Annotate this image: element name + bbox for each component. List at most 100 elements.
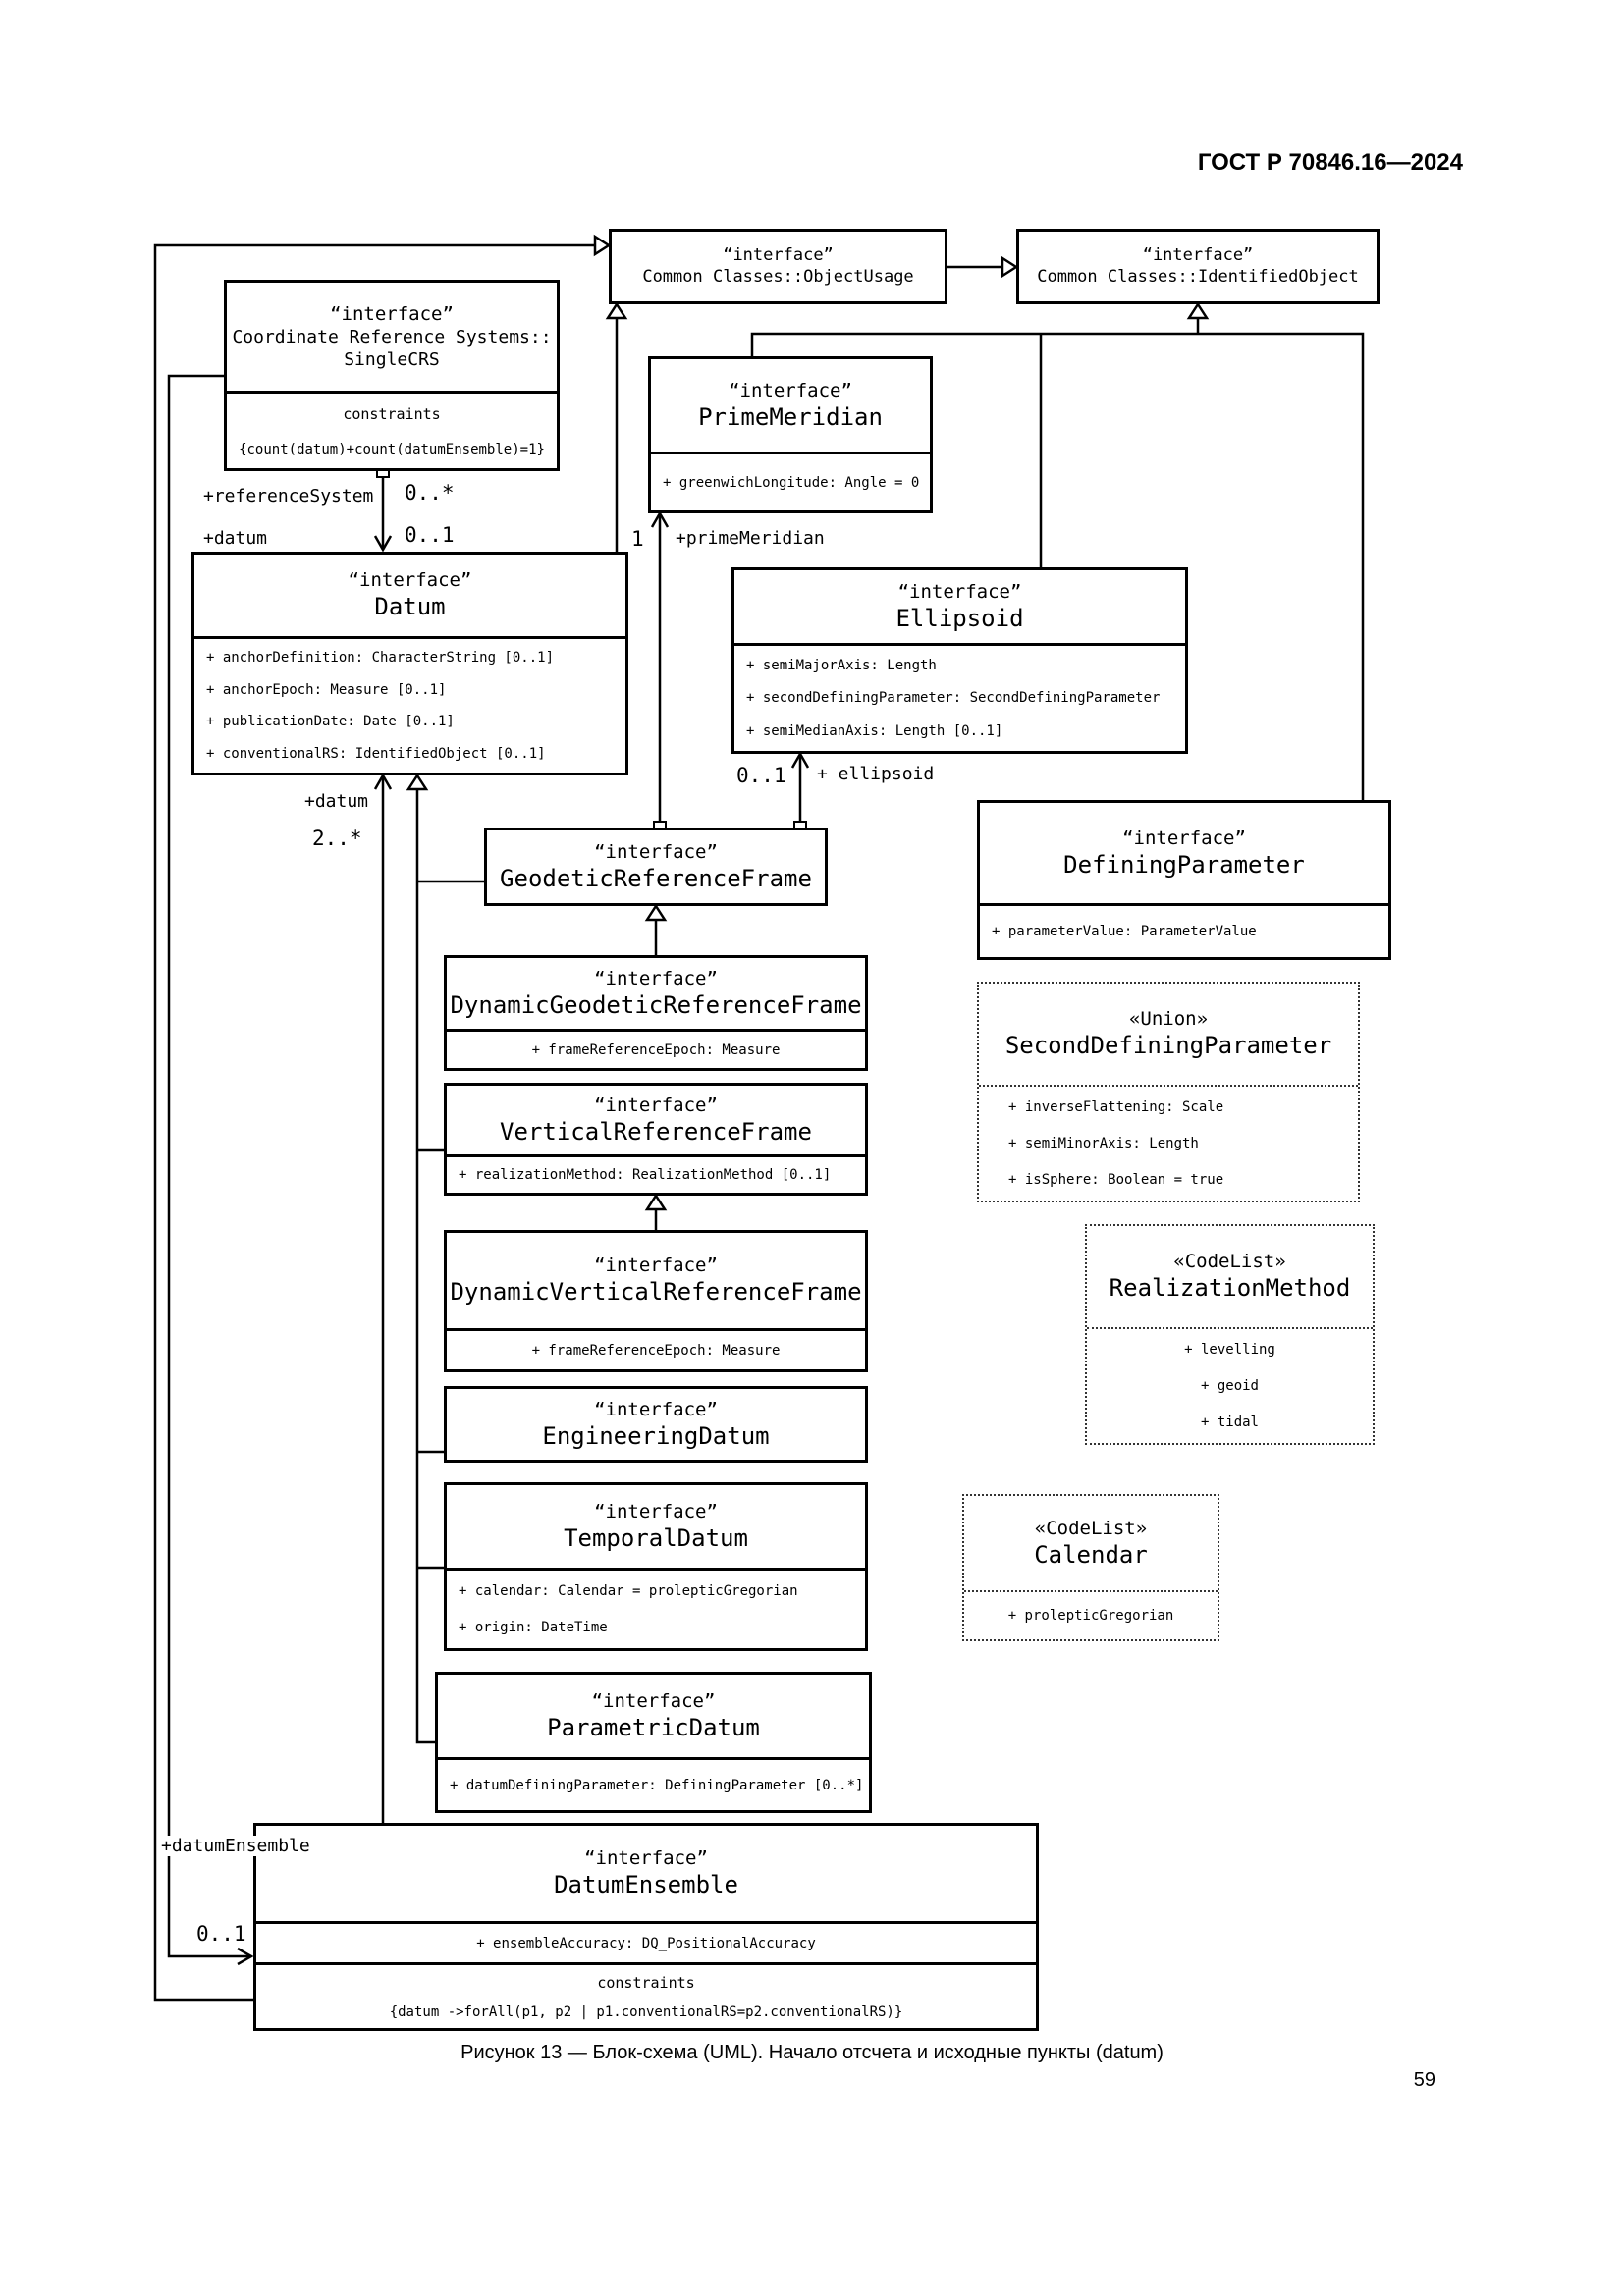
- class-name: RealizationMethod: [1109, 1274, 1351, 1302]
- generalization-dgrf-grf: [644, 903, 668, 955]
- multiplicity-0-star: 0..*: [403, 481, 457, 505]
- generalization-dvrf-vrf: [644, 1193, 668, 1230]
- class-name: ParametricDatum: [547, 1713, 760, 1741]
- class-name: PrimeMeridian: [698, 402, 883, 431]
- attribute: + calendar: Calendar = prolepticGregoria…: [459, 1583, 798, 1600]
- role-label-referencesystem: +referenceSystem: [201, 486, 376, 507]
- attribute: + origin: DateTime: [459, 1619, 608, 1635]
- stereotype-label: “interface”: [330, 302, 454, 325]
- stereotype-label: «CodeList»: [1173, 1251, 1286, 1272]
- multiplicity-2-star: 2..*: [310, 827, 364, 850]
- generalization-tree-identifiedobject: [750, 301, 1365, 800]
- class-box-seconddefiningparameter: «Union» SecondDefiningParameter + invers…: [977, 982, 1360, 1202]
- class-box-realizationmethod: «CodeList» RealizationMethod + levelling…: [1085, 1224, 1375, 1445]
- class-name: Calendar: [1034, 1540, 1148, 1569]
- class-box-objectusage: “interface” Common Classes::ObjectUsage: [609, 229, 947, 304]
- stereotype-label: “interface”: [594, 1500, 718, 1522]
- constraint-expression: {count(datum)+count(datumEnsemble)=1}: [239, 441, 545, 457]
- class-box-primemeridian: “interface” PrimeMeridian + greenwichLon…: [648, 356, 933, 513]
- attribute: + frameReferenceEpoch: Measure: [531, 1041, 781, 1058]
- class-box-definingparameter: “interface” DefiningParameter + paramete…: [977, 800, 1391, 960]
- class-name: DynamicGeodeticReferenceFrame: [450, 990, 862, 1019]
- attribute: + realizationMethod: RealizationMethod […: [459, 1167, 832, 1183]
- attribute: + anchorEpoch: Measure [0..1]: [206, 681, 447, 698]
- class-box-dynamicverticalreferenceframe: “interface” DynamicVerticalReferenceFram…: [444, 1230, 868, 1372]
- association-grf-primemeridian: [650, 510, 670, 834]
- constraints-label: constraints: [597, 1973, 695, 1992]
- multiplicity-0-1-ellipsoid: 0..1: [734, 764, 788, 787]
- attribute: + semiMinorAxis: Length: [1008, 1135, 1199, 1151]
- attribute: + greenwichLongitude: Angle = 0: [663, 474, 920, 491]
- association-singlecrs-datum: [373, 464, 393, 553]
- class-name: Common Classes::ObjectUsage: [642, 267, 914, 287]
- attribute: + publicationDate: Date [0..1]: [206, 714, 455, 730]
- stereotype-label: «CodeList»: [1034, 1517, 1148, 1539]
- class-box-identifiedobject: “interface” Common Classes::IdentifiedOb…: [1016, 229, 1380, 304]
- generalization-trunk-datum-subtypes: [406, 773, 484, 1744]
- standard-number-header: ГОСТ Р 70846.16—2024: [1197, 149, 1463, 176]
- attribute: + anchorDefinition: CharacterString [0..…: [206, 650, 555, 667]
- codelist-value: + geoid: [1200, 1377, 1259, 1394]
- association-datumensemble-datum: [373, 773, 393, 1823]
- class-name: SecondDefiningParameter: [1004, 1032, 1332, 1059]
- association-grf-ellipsoid: [790, 751, 810, 834]
- role-label-datum-lower: +datum: [302, 791, 371, 812]
- class-name: GeodeticReferenceFrame: [500, 864, 812, 892]
- class-name: DefiningParameter: [1063, 850, 1305, 879]
- figure-caption: Рисунок 13 — Блок-схема (UML). Начало от…: [460, 2042, 1164, 2063]
- attribute: + datumDefiningParameter: DefiningParame…: [450, 1777, 864, 1793]
- generalization-objectusage-identifiedobject: [947, 255, 1019, 279]
- attribute: + frameReferenceEpoch: Measure: [531, 1342, 781, 1359]
- class-name: Ellipsoid: [895, 604, 1024, 632]
- generalization-datumensemble-objectusage: [153, 234, 612, 2002]
- role-label-datumensemble: +datumEnsemble: [159, 1836, 312, 1856]
- class-name: TemporalDatum: [564, 1523, 748, 1552]
- codelist-value: + tidal: [1200, 1414, 1259, 1430]
- generalization-datum-objectusage: [605, 301, 628, 552]
- class-box-singlecrs: “interface” Coordinate Reference Systems…: [224, 280, 560, 471]
- class-box-ellipsoid: “interface” Ellipsoid + semiMajorAxis: L…: [731, 567, 1188, 754]
- class-box-datumensemble: “interface” DatumEnsemble + ensembleAccu…: [253, 1823, 1039, 2031]
- class-name: Datum: [374, 593, 446, 620]
- class-name-line2: SingleCRS: [344, 348, 440, 370]
- class-name: DatumEnsemble: [554, 1871, 738, 1898]
- class-box-calendar: «CodeList» Calendar + prolepticGregorian: [962, 1494, 1219, 1641]
- role-label-datum: +datum: [201, 528, 270, 549]
- stereotype-label: “interface”: [591, 1689, 716, 1712]
- stereotype-label: “interface”: [594, 1094, 718, 1116]
- role-label-primemeridian: +primeMeridian: [674, 528, 827, 549]
- class-box-parametricdatum: “interface” ParametricDatum + datumDefin…: [435, 1672, 872, 1813]
- stereotype-label: “interface”: [594, 1398, 718, 1420]
- codelist-value: + levelling: [1184, 1342, 1275, 1359]
- stereotype-label: “interface”: [723, 245, 834, 265]
- association-singlecrs-datumensemble: [167, 374, 254, 1966]
- stereotype-label: “interface”: [594, 840, 718, 863]
- multiplicity-0-1-datumensemble: 0..1: [194, 1922, 248, 1946]
- class-name: VerticalReferenceFrame: [500, 1117, 812, 1146]
- codelist-value: + prolepticGregorian: [1007, 1608, 1174, 1624]
- stereotype-label: “interface”: [348, 569, 472, 591]
- class-box-engineeringdatum: “interface” EngineeringDatum: [444, 1386, 868, 1463]
- stereotype-label: “interface”: [1122, 827, 1246, 849]
- attribute: + inverseFlattening: Scale: [1008, 1099, 1224, 1116]
- constraints-label: constraints: [343, 404, 441, 423]
- stereotype-label: “interface”: [729, 379, 852, 401]
- class-name: DynamicVerticalReferenceFrame: [450, 1278, 862, 1306]
- constraint-expression: {datum ->forAll(p1, p2 | p1.conventional…: [389, 2003, 903, 2020]
- class-box-datum: “interface” Datum + anchorDefinition: Ch…: [191, 552, 628, 775]
- attribute: + parameterValue: ParameterValue: [992, 924, 1257, 939]
- attribute: + isSphere: Boolean = true: [1008, 1171, 1224, 1188]
- attribute: + ensembleAccuracy: DQ_PositionalAccurac…: [476, 1935, 816, 1951]
- attribute: + conventionalRS: IdentifiedObject [0..1…: [206, 745, 546, 762]
- multiplicity-0-1: 0..1: [403, 523, 457, 547]
- stereotype-label: “interface”: [897, 580, 1022, 603]
- class-name-line1: Coordinate Reference Systems::: [232, 326, 552, 347]
- class-box-temporaldatum: “interface” TemporalDatum + calendar: Ca…: [444, 1482, 868, 1651]
- multiplicity-1: 1: [629, 527, 646, 551]
- stereotype-label: “interface”: [594, 967, 718, 989]
- class-box-geodeticreferenceframe: “interface” GeodeticReferenceFrame: [484, 828, 828, 906]
- stereotype-label: «Union»: [1128, 1008, 1209, 1030]
- class-box-verticalreferenceframe: “interface” VerticalReferenceFrame + rea…: [444, 1083, 868, 1196]
- attribute: + secondDefiningParameter: SecondDefinin…: [746, 690, 1161, 707]
